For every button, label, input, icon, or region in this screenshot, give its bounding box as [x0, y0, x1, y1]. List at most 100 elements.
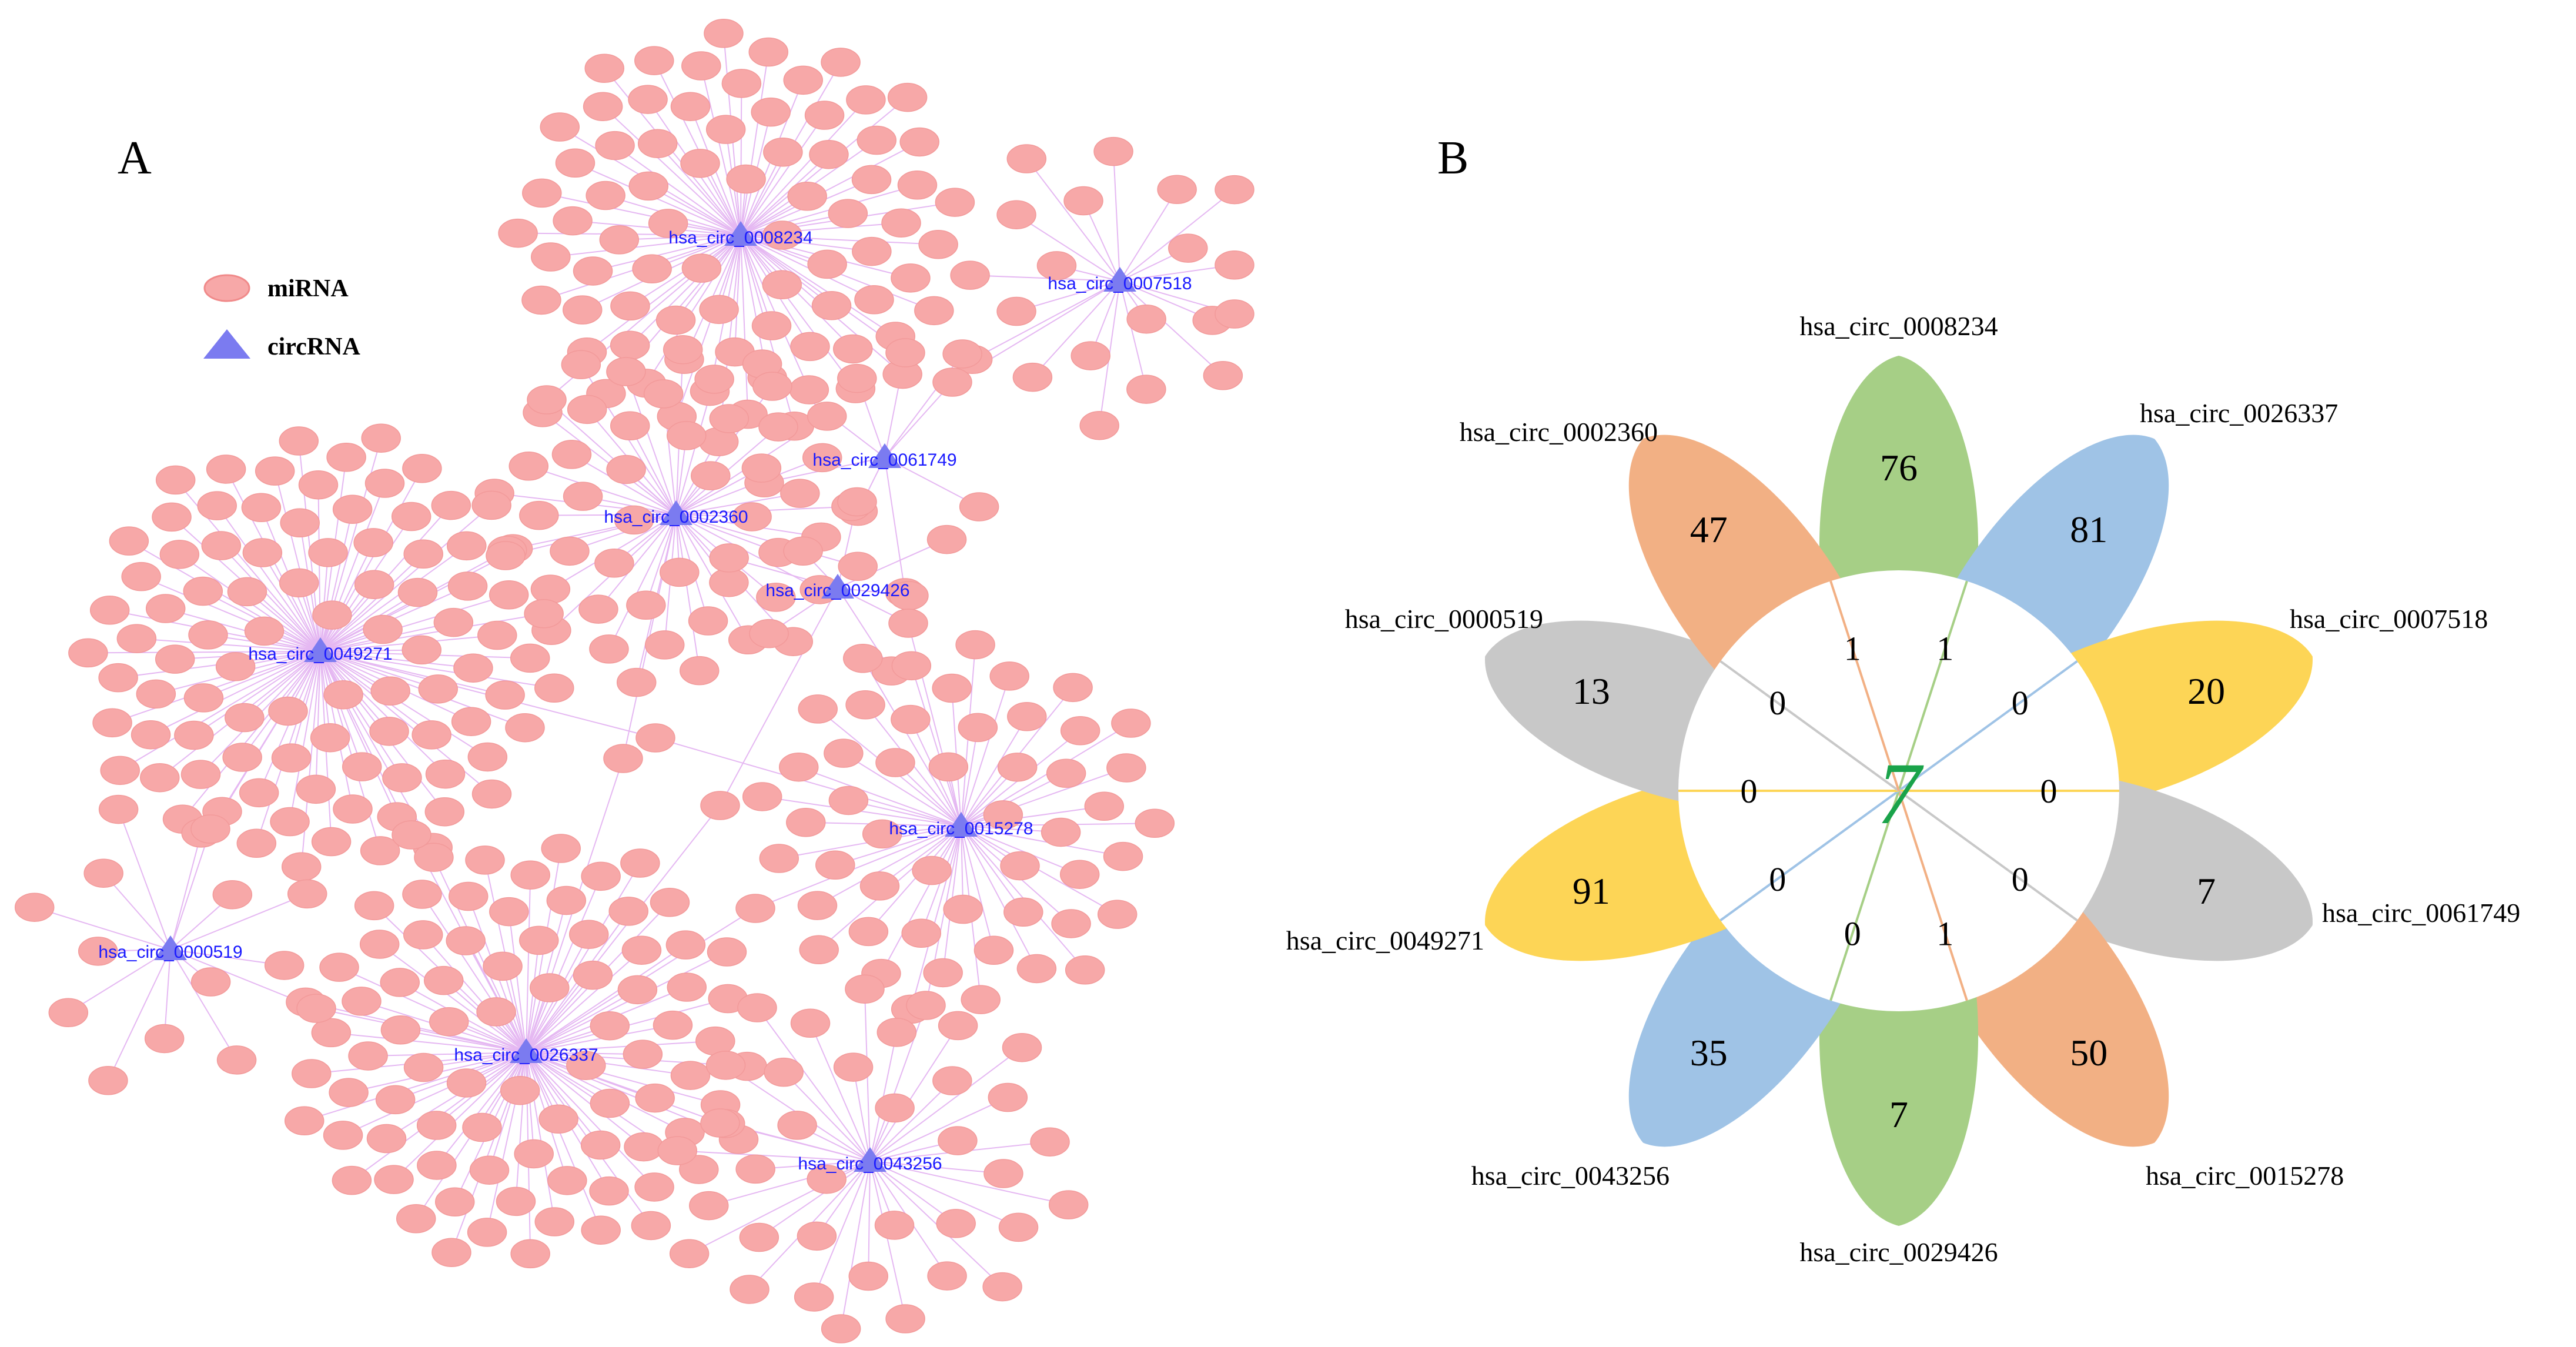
edge — [911, 666, 962, 827]
mirna-node — [573, 960, 613, 990]
unique-count: 47 — [1690, 509, 1728, 550]
mirna-node — [586, 181, 625, 210]
unique-count: 76 — [1880, 447, 1918, 489]
edge — [571, 454, 677, 515]
mirna-node — [241, 493, 282, 523]
mirna-node — [1048, 1190, 1089, 1219]
mirna-node — [1070, 341, 1110, 370]
mirna-node — [555, 148, 596, 178]
edge — [740, 235, 832, 306]
mirna-node — [561, 350, 601, 379]
mirna-node — [758, 412, 798, 442]
circrna-label: hsa_circ_0015278 — [889, 819, 1033, 838]
mirna-node — [632, 254, 672, 284]
unique-count: 7 — [1889, 1094, 1908, 1135]
mirna-node — [660, 557, 700, 587]
mirna-node — [403, 539, 443, 569]
mirna-node — [653, 1010, 693, 1040]
mirna-node — [566, 1051, 606, 1081]
edge — [320, 545, 467, 652]
mirna-node — [798, 694, 838, 724]
mirna-node — [296, 774, 336, 804]
edge — [675, 514, 858, 567]
mirna-node — [547, 1166, 587, 1195]
edge — [602, 106, 741, 236]
mirna-node — [996, 296, 1036, 326]
mirna-node — [589, 1176, 629, 1206]
mirna-node — [510, 860, 550, 890]
shared-mirna-node — [486, 541, 526, 570]
mirna-node — [311, 1018, 352, 1048]
mirna-node — [510, 1239, 550, 1269]
circrna-label: hsa_circ_0002360 — [604, 507, 748, 527]
edge — [489, 1052, 527, 1171]
mirna-node — [1215, 299, 1254, 329]
edge — [809, 1022, 871, 1162]
mirna-node — [1126, 304, 1166, 334]
mirna-node — [1111, 708, 1151, 738]
mirna-node — [1203, 361, 1243, 390]
mirna-node — [342, 987, 382, 1016]
mirna-node — [783, 65, 823, 95]
mirna-node — [116, 624, 157, 653]
legend: miRNA circRNA — [203, 274, 360, 360]
mirna-node — [787, 182, 827, 211]
edge — [400, 1029, 527, 1053]
edge — [526, 1052, 535, 1154]
mirna-node — [606, 357, 646, 386]
shared-mirna-node — [190, 814, 230, 844]
mirna-node — [854, 285, 894, 315]
mirna-node — [663, 335, 703, 365]
mirna-node — [669, 1239, 710, 1268]
mirna-node — [790, 332, 830, 362]
edge — [869, 1161, 1069, 1206]
shared-mirna-node — [932, 367, 972, 397]
mirna-node — [1135, 808, 1175, 838]
edge — [1113, 151, 1120, 282]
mirna-node — [342, 752, 382, 781]
mirna-node — [551, 440, 592, 469]
legend-circrna-label: circRNA — [267, 333, 360, 360]
mirna-node — [284, 1106, 324, 1136]
mirna-node — [843, 644, 883, 673]
edge — [757, 1007, 871, 1162]
mirna-node — [650, 888, 690, 917]
mirna-node — [396, 1204, 436, 1234]
mirna-node — [621, 935, 662, 965]
circrna-nodes — [154, 221, 1136, 1172]
mirna-node — [699, 295, 739, 325]
mirna-node — [857, 125, 896, 155]
mirna-node — [737, 993, 777, 1022]
mirna-node — [144, 1024, 185, 1054]
mirna-node — [1036, 251, 1077, 280]
mirna-node — [553, 206, 593, 236]
mirna-node — [145, 594, 186, 623]
mirna-node — [359, 930, 400, 959]
mirna-node — [935, 188, 975, 217]
mirna-node — [360, 836, 400, 865]
mirna-node — [471, 490, 511, 520]
mirna-node — [270, 807, 310, 837]
edge — [526, 1052, 655, 1188]
mirna-node — [88, 1066, 128, 1095]
petal-name: hsa_circ_0002360 — [1460, 417, 1658, 447]
edge — [379, 944, 527, 1053]
mirna-node — [938, 1126, 978, 1155]
edge — [526, 1052, 644, 1148]
mirna-node — [583, 92, 623, 121]
bridge-edge — [655, 737, 962, 827]
mirna-node — [98, 794, 139, 824]
edge — [526, 1052, 691, 1077]
edge — [526, 1052, 602, 1231]
edge — [740, 52, 770, 236]
edge — [961, 825, 1038, 969]
shared-mirna-node — [635, 723, 675, 753]
mirna-node — [875, 1093, 915, 1123]
edge — [526, 1024, 673, 1053]
circrna-node — [304, 637, 337, 662]
mirna-node — [197, 491, 237, 520]
mirna-node — [326, 442, 366, 472]
edge — [740, 152, 784, 236]
mirna-node — [236, 828, 277, 858]
